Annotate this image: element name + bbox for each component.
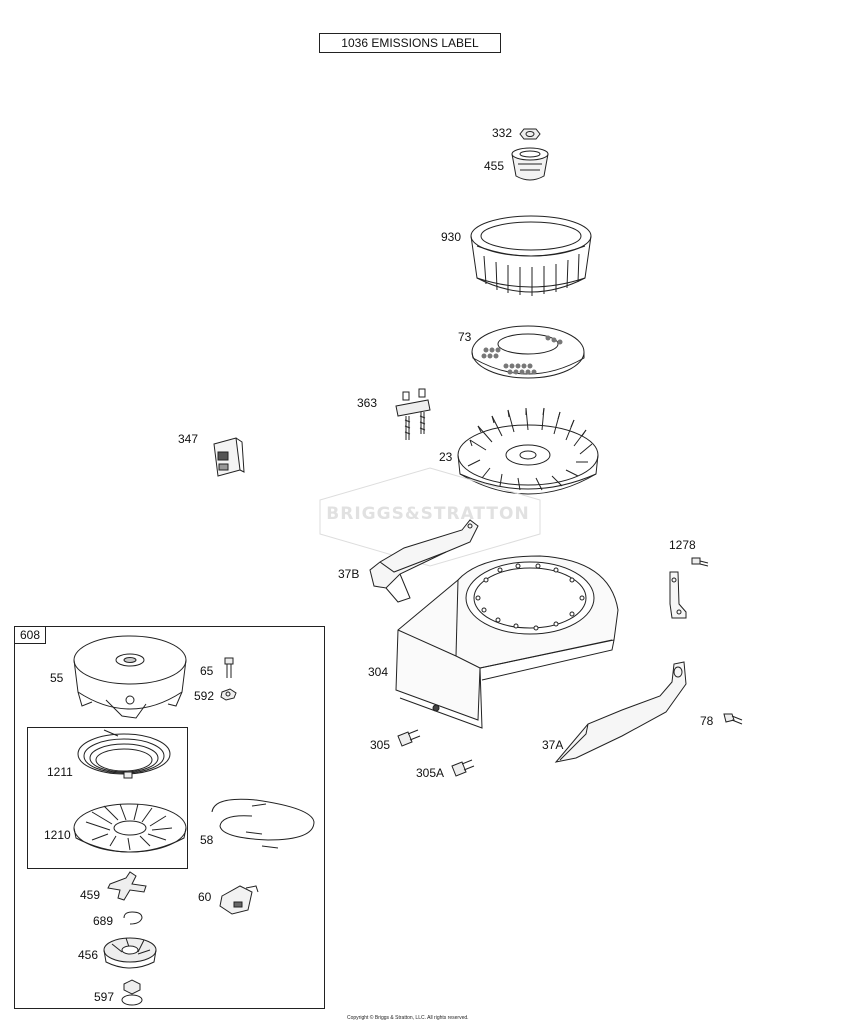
callout-37b[interactable]: 37B	[338, 567, 360, 581]
callout-73[interactable]: 73	[458, 330, 472, 344]
callout-78[interactable]: 78	[700, 714, 714, 728]
callout-363[interactable]: 363	[357, 396, 378, 410]
pulley-icon	[73, 803, 187, 853]
starter-rope-icon	[211, 798, 315, 849]
switch-icon	[213, 437, 245, 477]
bracket-with-screws-icon	[395, 388, 431, 440]
screw-icon	[224, 657, 234, 678]
screw-icon	[723, 713, 743, 725]
callout-37a[interactable]: 37A	[542, 738, 564, 752]
callout-58[interactable]: 58	[200, 833, 214, 847]
callout-456[interactable]: 456	[78, 948, 99, 962]
retainer-clip-icon	[123, 911, 143, 925]
callout-455[interactable]: 455	[484, 159, 505, 173]
callout-347[interactable]: 347	[178, 432, 199, 446]
callout-689[interactable]: 689	[93, 914, 114, 928]
starter-housing-icon	[73, 635, 187, 719]
watermark-badge	[319, 467, 541, 567]
callout-459[interactable]: 459	[80, 888, 101, 902]
air-guide-icon	[554, 661, 687, 763]
kit-number-tag: 608	[14, 626, 46, 644]
callout-332[interactable]: 332	[492, 126, 513, 140]
starter-dog-icon	[107, 871, 147, 901]
ratchet-icon	[103, 937, 157, 969]
flywheel-icon	[457, 407, 599, 495]
callout-55[interactable]: 55	[50, 671, 64, 685]
starter-handle-icon	[219, 885, 259, 915]
rotating-screen-icon	[470, 215, 592, 296]
callout-597[interactable]: 597	[94, 990, 115, 1004]
callout-1210[interactable]: 1210	[44, 828, 71, 842]
rewind-spring-icon	[77, 729, 171, 779]
callout-1211[interactable]: 1211	[47, 765, 73, 779]
screen-plate-icon	[471, 325, 585, 379]
callout-65[interactable]: 65	[200, 664, 214, 678]
callout-1278[interactable]: 1278	[669, 538, 696, 552]
blower-housing-icon	[395, 555, 619, 729]
screw-icon	[691, 557, 709, 567]
air-guide-icon	[369, 519, 479, 603]
screw-icon	[397, 729, 421, 747]
screw-icon	[451, 759, 475, 777]
nut-icon	[519, 128, 541, 140]
spring-pulley-subassembly-box	[27, 727, 188, 869]
screw-icon	[121, 979, 143, 1006]
callout-305[interactable]: 305	[370, 738, 391, 752]
watermark-text: BRIGGS&STRATTON	[326, 504, 530, 524]
copyright-notice: Copyright © Briggs & Stratton, LLC. All …	[347, 1015, 469, 1021]
emissions-label-box: 1036 EMISSIONS LABEL	[319, 33, 501, 53]
callout-23[interactable]: 23	[439, 450, 453, 464]
callout-592[interactable]: 592	[194, 689, 215, 703]
callout-304[interactable]: 304	[368, 665, 389, 679]
callout-305a[interactable]: 305A	[416, 766, 445, 780]
ground-strap-icon	[669, 571, 687, 619]
nut-icon	[220, 688, 237, 701]
kit-box	[14, 626, 325, 1009]
starter-cup-icon	[511, 147, 549, 181]
callout-930[interactable]: 930	[441, 230, 462, 244]
callout-60[interactable]: 60	[198, 890, 212, 904]
